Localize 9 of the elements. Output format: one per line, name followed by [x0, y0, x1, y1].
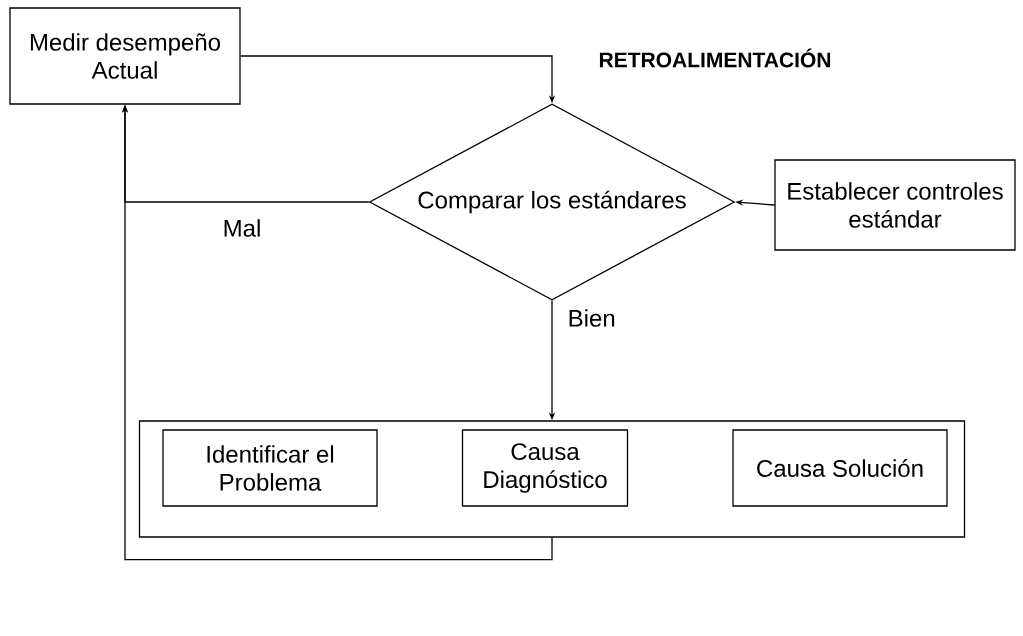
group-box: [138, 420, 966, 538]
edge-label: Bien: [565, 307, 618, 329]
process-box: Establecer controles estándar: [774, 159, 1016, 251]
step-box: Identificar el Problema: [162, 429, 378, 507]
step-box: Causa Solución: [732, 429, 948, 507]
title: RETROALIMENTACIÓN: [599, 48, 831, 68]
step-box: Causa Diagnóstico: [461, 429, 629, 507]
process-box: Medir desempeño Actual: [9, 7, 241, 105]
edge-label: Mal: [220, 217, 264, 239]
